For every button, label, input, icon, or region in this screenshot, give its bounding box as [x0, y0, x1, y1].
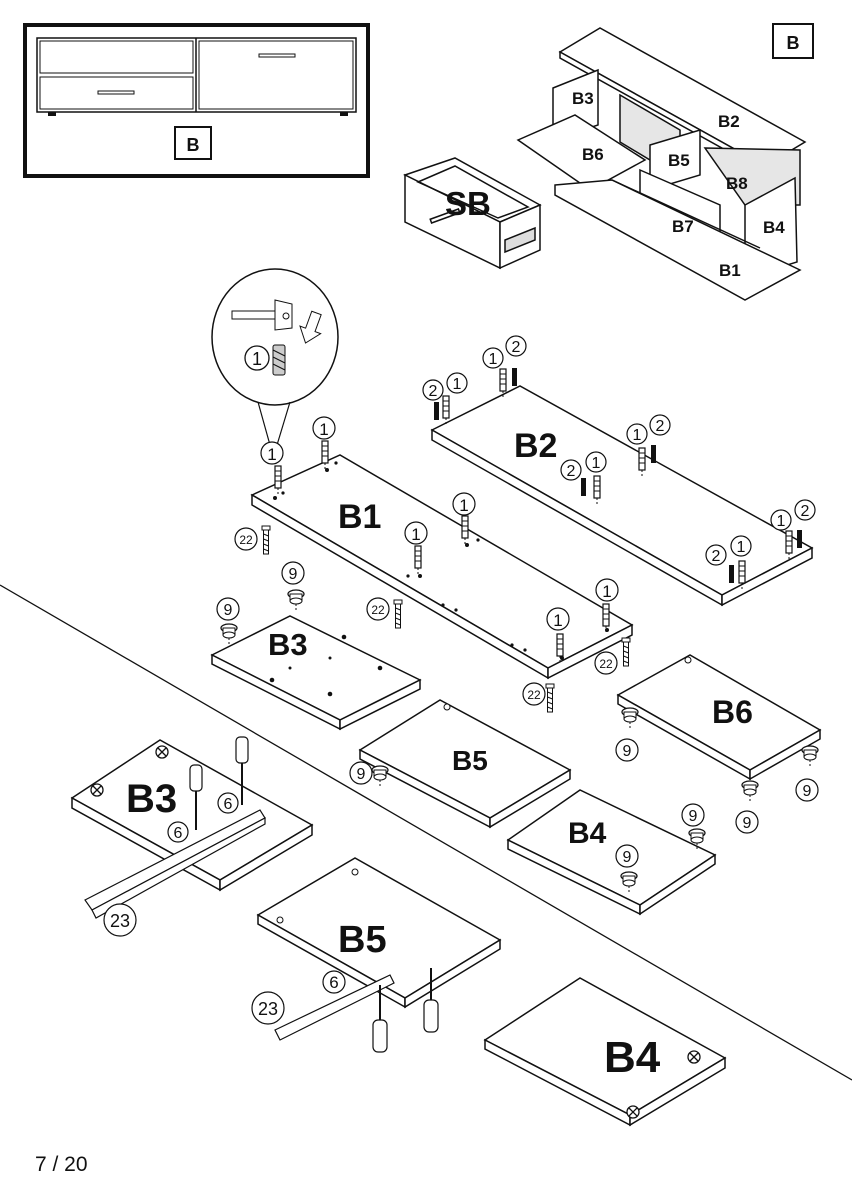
- svg-text:2: 2: [656, 418, 665, 435]
- callouts: [103, 335, 819, 1025]
- panel-label-b3-bottom: B3: [126, 777, 177, 821]
- svg-text:2: 2: [429, 383, 438, 400]
- corner-label: B: [787, 33, 800, 53]
- panel-b5-top: [358, 699, 572, 829]
- rail-right: [274, 974, 395, 1041]
- panel-b4-bottom: [483, 977, 727, 1127]
- svg-text:9: 9: [623, 849, 632, 866]
- panel-b5-bottom: [256, 857, 502, 1009]
- panel-label-b5-bottom: B5: [338, 919, 387, 961]
- svg-text:1: 1: [553, 611, 562, 630]
- svg-text:9: 9: [357, 766, 366, 783]
- part-label-b3: B3: [572, 89, 594, 108]
- svg-text:6: 6: [329, 973, 338, 992]
- arrow-down-icon: [299, 310, 322, 344]
- section-divider: [0, 584, 852, 1081]
- svg-text:22: 22: [527, 688, 541, 702]
- svg-text:1: 1: [633, 427, 642, 444]
- part-label-b1: B1: [719, 261, 741, 280]
- pins-part-2: [434, 368, 802, 583]
- svg-text:1: 1: [411, 525, 420, 544]
- panel-b4-top: [506, 789, 717, 916]
- svg-text:1: 1: [459, 496, 468, 515]
- svg-text:9: 9: [803, 783, 812, 800]
- svg-text:9: 9: [623, 743, 632, 760]
- panel-label-b5-top: B5: [452, 745, 488, 776]
- part-label-b8: B8: [726, 174, 748, 193]
- drawer-label: SB: [445, 185, 491, 222]
- svg-text:2: 2: [567, 463, 576, 480]
- page-number: 7 / 20: [35, 1153, 88, 1176]
- panel-label-b1: B1: [338, 498, 381, 536]
- svg-text:23: 23: [110, 911, 130, 931]
- svg-text:1: 1: [602, 582, 611, 601]
- part-label-b4: B4: [763, 218, 785, 237]
- b3-top-holes: [269, 634, 383, 697]
- part-label-b6: B6: [582, 145, 604, 164]
- panel-label-b4-bottom: B4: [604, 1033, 661, 1082]
- svg-text:2: 2: [801, 503, 810, 520]
- panel-label-b4-top: B4: [568, 817, 607, 850]
- overview-box-label: B: [187, 135, 200, 155]
- svg-text:1: 1: [737, 539, 746, 556]
- svg-text:1: 1: [489, 351, 498, 368]
- hammer-icon: [231, 299, 293, 331]
- panel-label-b2: B2: [514, 427, 557, 465]
- svg-text:1: 1: [319, 420, 328, 439]
- zoom-detail: 1: [211, 268, 339, 446]
- svg-text:9: 9: [224, 602, 233, 619]
- part-label-b2: B2: [718, 112, 740, 131]
- svg-text:22: 22: [371, 603, 385, 617]
- svg-text:1: 1: [453, 376, 462, 393]
- b1-holes: [273, 461, 609, 660]
- panel-b1: [250, 454, 634, 680]
- panel-label-b6: B6: [712, 694, 753, 730]
- svg-text:2: 2: [512, 339, 521, 356]
- panel-b3-bottom: [70, 739, 314, 892]
- screwdriver-icon: [189, 736, 439, 1053]
- rail-left: [84, 809, 266, 919]
- svg-text:1: 1: [777, 513, 786, 530]
- part-label-b5: B5: [668, 151, 690, 170]
- callout-numbers: 1 1 1 1 1 1 1 2 2 1 2 1 1 2 2 1 1 2 22 2…: [110, 339, 812, 1019]
- panel-label-b3-top: B3: [268, 627, 308, 662]
- svg-text:9: 9: [689, 808, 698, 825]
- drawer-sb: [403, 157, 542, 270]
- svg-text:9: 9: [289, 566, 298, 583]
- panel-b2: [430, 385, 814, 607]
- cabinet-overview: [516, 27, 807, 301]
- dowel-detail: [272, 344, 286, 376]
- part-label-b7: B7: [672, 217, 694, 236]
- svg-text:23: 23: [258, 999, 278, 1019]
- svg-text:22: 22: [599, 657, 613, 671]
- overview-frame: B: [23, 23, 370, 178]
- panel-b3-top: [210, 615, 422, 731]
- svg-text:9: 9: [743, 815, 752, 832]
- svg-text:6: 6: [174, 825, 183, 842]
- svg-text:1: 1: [267, 445, 276, 464]
- svg-text:2: 2: [712, 548, 721, 565]
- svg-text:1: 1: [592, 455, 601, 472]
- panel-b6: [616, 654, 822, 781]
- svg-text:22: 22: [239, 533, 253, 547]
- corner-label-box: B: [772, 23, 814, 59]
- zoom-callout-1: 1: [252, 349, 262, 369]
- svg-text:6: 6: [224, 796, 233, 813]
